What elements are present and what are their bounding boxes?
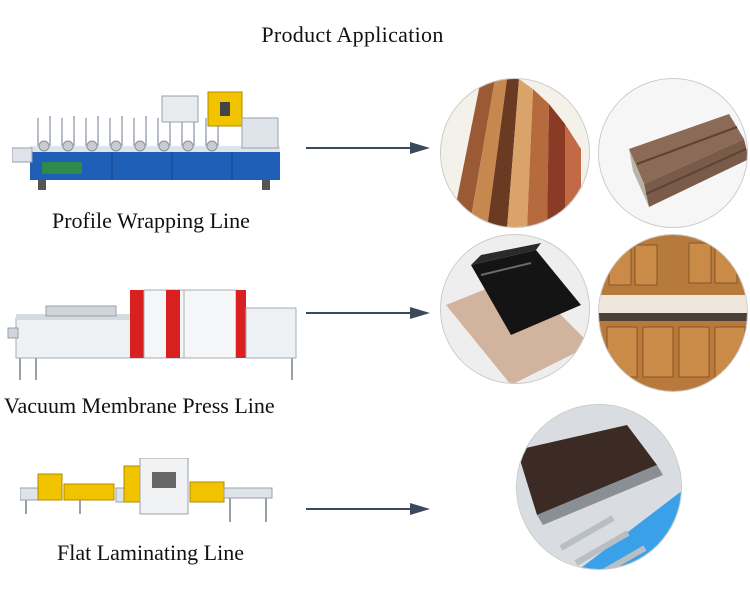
arrow-right-icon — [306, 307, 430, 319]
caption-profile-wrapping: Profile Wrapping Line — [52, 208, 250, 233]
arrow-right-icon — [306, 142, 430, 154]
kitchen-cabinet-image — [598, 234, 748, 392]
vacuum-membrane-press-image — [7, 289, 297, 380]
laminated-board-conveyor-image — [516, 404, 682, 570]
page-title: Product Application — [261, 22, 444, 47]
flat-laminating-line-image — [20, 458, 273, 522]
caption-vacuum-membrane-press: Vacuum Membrane Press Line — [4, 393, 275, 418]
profile-wrapping-machine-image — [12, 91, 280, 190]
furniture-panel-image — [440, 234, 590, 384]
caption-flat-laminating: Flat Laminating Line — [57, 540, 244, 565]
skirting-board-image — [598, 78, 748, 228]
arrow-right-icon — [306, 503, 430, 515]
profiles-product-image — [440, 78, 590, 228]
